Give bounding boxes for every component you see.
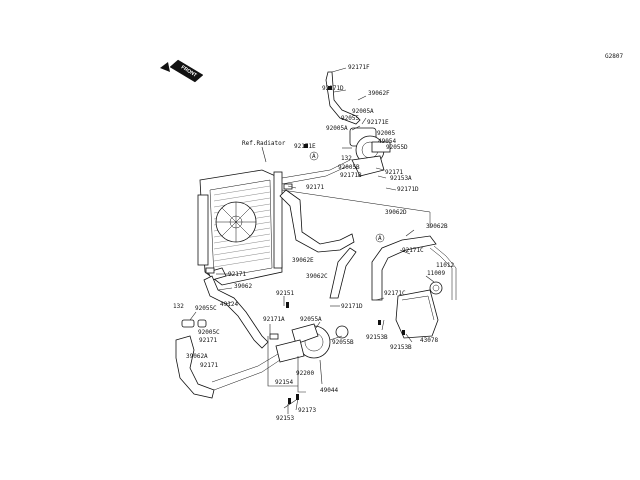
water-pump [275, 323, 349, 363]
callout-92173: 92173 [298, 407, 316, 414]
callout-49124: 49124 [220, 301, 238, 308]
callout-39062E: 39062E [292, 257, 314, 264]
callout-92171F: 92171F [348, 64, 370, 71]
radiator [197, 169, 283, 286]
callout-132-top: 132 [341, 155, 352, 162]
svg-text:A: A [312, 153, 316, 160]
callout-92153B-a: 92153B [366, 334, 388, 341]
hose-39062E [279, 189, 355, 253]
callout-92171-top-right: 92171 [385, 169, 403, 176]
ref-radiator-label: Ref.Radiator [242, 140, 286, 147]
callout-92055B: 92055B [332, 339, 354, 346]
callout-49054: 49054 [378, 138, 396, 145]
callout-92005: 92005 [377, 130, 395, 137]
callout-49044: 49044 [320, 387, 338, 394]
reserve-tank [395, 281, 443, 339]
drawing-id: G2807 [605, 53, 623, 60]
callout-labels: 92171F 92171D 39062F 92005A 92055 92171E… [173, 64, 454, 422]
callout-92171C-low: 92171C [384, 290, 406, 297]
clamps [181, 183, 293, 340]
callout-92171A: 92171A [263, 316, 285, 323]
callout-39062A: 39062A [186, 353, 208, 360]
callout-92005C: 92005C [198, 329, 220, 336]
callout-92055D: 92055D [386, 144, 408, 151]
callout-92171B: 92171B [340, 172, 362, 179]
callout-132-left: 132 [173, 303, 184, 310]
callout-92171D-top: 92171D [322, 85, 344, 92]
callout-92154: 92154 [275, 379, 293, 386]
callout-92005A-top: 92005A [352, 108, 374, 115]
callout-92153B-b: 92153B [390, 344, 412, 351]
callout-92200: 92200 [296, 370, 314, 377]
callout-92055C: 92055C [195, 305, 217, 312]
circle-a-lower: A [375, 233, 385, 243]
callout-92171D-low: 92171D [341, 303, 363, 310]
hose-39062F [325, 71, 361, 125]
callout-92151: 92151 [276, 290, 294, 297]
pipe-upper [281, 159, 351, 179]
callout-92171-low: 92171 [200, 362, 218, 369]
circle-a-upper: A [309, 151, 319, 161]
callout-39062D: 39062D [385, 209, 407, 216]
pipe-mid [281, 189, 431, 228]
callout-11009: 11009 [427, 270, 445, 277]
callout-92171D-mid: 92171D [397, 186, 419, 193]
callout-39062-mid: 39062 [234, 283, 252, 290]
hose-39062B [371, 235, 437, 301]
callout-39062C: 39062C [306, 273, 328, 280]
hose-39062D [329, 247, 357, 299]
callout-43078: 43078 [420, 337, 438, 344]
leader-lines [189, 67, 435, 414]
bolts [286, 86, 405, 404]
hose-49124 [203, 275, 269, 349]
callout-92171-mid: 92171 [228, 271, 246, 278]
front-arrow-icon: FRONT [160, 59, 204, 83]
callout-92171-left: 92171 [306, 184, 324, 191]
callout-92171-left2: 92171 [199, 337, 217, 344]
callout-92055: 92055 [341, 115, 359, 122]
callout-39062F: 39062F [368, 90, 390, 97]
callout-92171E-right: 92171E [367, 119, 389, 126]
callout-11012: 11012 [436, 262, 454, 269]
callout-39062B: 39062B [426, 223, 448, 230]
callout-92153: 92153 [276, 415, 294, 422]
callout-92055A: 92055A [300, 316, 322, 323]
svg-text:A: A [378, 235, 382, 242]
callout-92153A: 92153A [390, 175, 412, 182]
callout-92005B: 92005B [338, 164, 360, 171]
callout-92171C-right: 92171C [402, 247, 424, 254]
callout-92005A-mid: 92005A [326, 125, 348, 132]
hose-39062C [429, 247, 453, 300]
